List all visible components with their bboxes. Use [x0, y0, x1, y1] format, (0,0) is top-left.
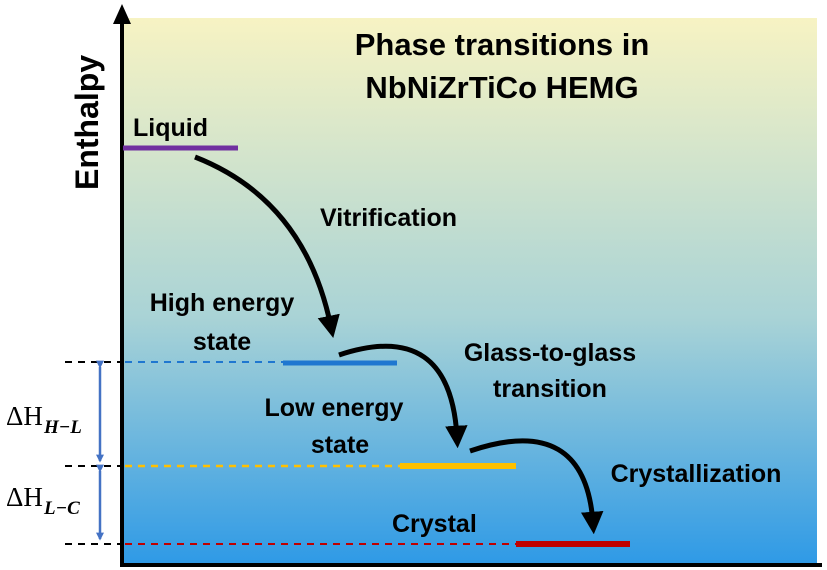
delta-l-c-symbol: ΔH	[6, 482, 43, 512]
label-liquid: Liquid	[133, 114, 208, 142]
label-crystallization: Crystallization	[611, 460, 782, 488]
arrow-glass-to-glass	[338, 343, 468, 449]
label-glass-to-glass-1: Glass-to-glass	[464, 339, 636, 367]
label-high-energy-1: High energy	[150, 289, 295, 317]
delta-h-l-symbol: ΔH	[6, 401, 43, 431]
delta-h-l-subscript: H−L	[43, 417, 82, 438]
plot-background	[123, 18, 817, 563]
label-crystal: Crystal	[392, 510, 477, 538]
label-vitrification: Vitrification	[320, 204, 457, 232]
arrow-vitrification	[194, 154, 340, 339]
y-axis-label: Enthalpy	[69, 55, 105, 190]
label-low-energy-2: state	[311, 431, 369, 459]
label-high-energy-2: state	[193, 328, 251, 356]
delta-l-c-subscript: L−C	[43, 498, 80, 519]
label-low-energy-1: Low energy	[265, 394, 404, 422]
arrow-crystallization	[469, 438, 604, 535]
label-glass-to-glass-2: transition	[493, 375, 607, 403]
y-axis-arrowhead	[113, 4, 131, 24]
title-line-2: NbNiZrTiCo HEMG	[365, 70, 638, 105]
title-line-1: Phase transitions in	[355, 27, 650, 62]
